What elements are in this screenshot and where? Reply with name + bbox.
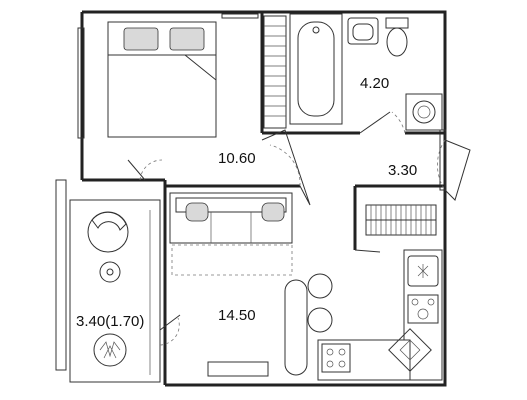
- balcony: [55, 179, 161, 383]
- bedroom-area-label: 10.60: [218, 150, 256, 167]
- dining-table: [284, 273, 333, 376]
- bedroom-shelf: [221, 13, 259, 19]
- tv-stand: [207, 361, 269, 377]
- bathroom-door: [359, 111, 406, 134]
- wardrobe: [365, 204, 437, 236]
- sofa: [169, 192, 293, 276]
- balcony-plant: [93, 333, 127, 367]
- entrance-door: [437, 139, 471, 201]
- toilet: [385, 17, 409, 57]
- bathroom-area-label: 4.20: [360, 75, 389, 92]
- kitchen-door: [354, 249, 381, 253]
- balcony-area-label: 3.40(1.70): [76, 313, 144, 330]
- bedroom-door: [127, 159, 163, 181]
- balcony-door: [159, 314, 181, 346]
- interior-walls: [82, 12, 445, 250]
- dishwasher: [388, 328, 432, 372]
- bathtub: [289, 13, 343, 125]
- oven: [321, 343, 351, 373]
- hob: [407, 294, 439, 324]
- living-kitchen-area-label: 14.50: [218, 307, 256, 324]
- hall-doorway: [261, 129, 311, 206]
- bathroom-sink: [347, 17, 379, 45]
- bath-shelf: [263, 15, 287, 129]
- kitchen-counter: [317, 249, 443, 381]
- bed: [107, 21, 217, 138]
- balcony-armchair: [87, 211, 129, 253]
- balcony-side-table: [99, 261, 121, 283]
- washing-machine: [405, 93, 443, 131]
- hall-area-label: 3.30: [388, 162, 417, 179]
- kitchen-sink: [407, 255, 439, 287]
